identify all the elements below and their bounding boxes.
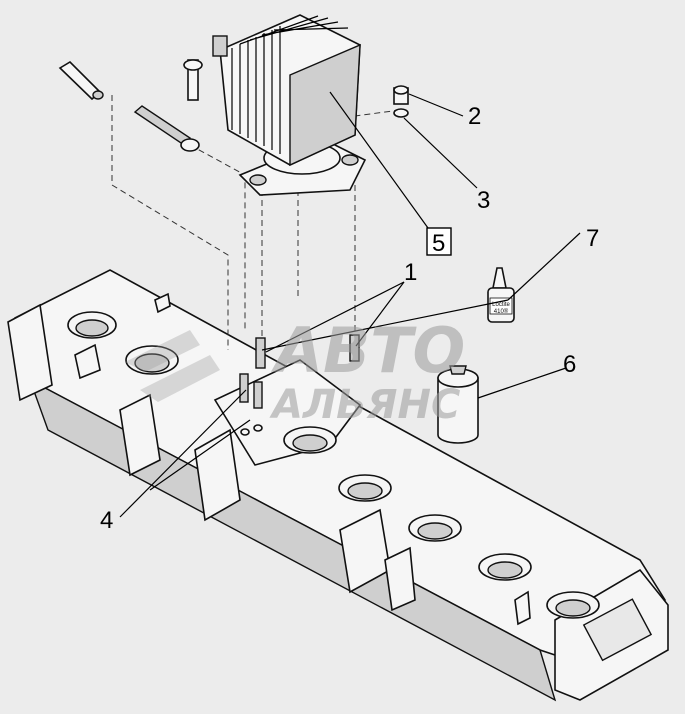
adhesive-bottle: Loctite 410®: [487, 267, 515, 323]
callout-labels: 1 2 3 4 5 6 7: [100, 103, 599, 534]
callout-3: 3: [477, 187, 490, 214]
axle-beam-frame: [7, 269, 669, 702]
bottle-brand-label: Loctite: [492, 302, 510, 308]
watermark-line1: АВТО: [270, 314, 465, 387]
callout-7: 7: [586, 225, 599, 252]
loose-fasteners: [58, 59, 409, 436]
watermark-logo: АВТО АЛЬЯНС: [125, 314, 465, 428]
callout-5-box: [426, 227, 452, 256]
callout-1: 1: [404, 259, 417, 286]
watermark-line2: АЛЬЯНС: [269, 382, 460, 428]
callout-4: 4: [100, 507, 113, 534]
leader-lines: [119, 91, 581, 518]
callout-6: 6: [563, 351, 576, 378]
main-unit-assembly: [212, 14, 367, 196]
activator-can: [437, 365, 479, 444]
callout-2: 2: [468, 103, 481, 130]
bottle-code-label: 410®: [494, 308, 509, 315]
callout-5: 5: [432, 230, 445, 257]
